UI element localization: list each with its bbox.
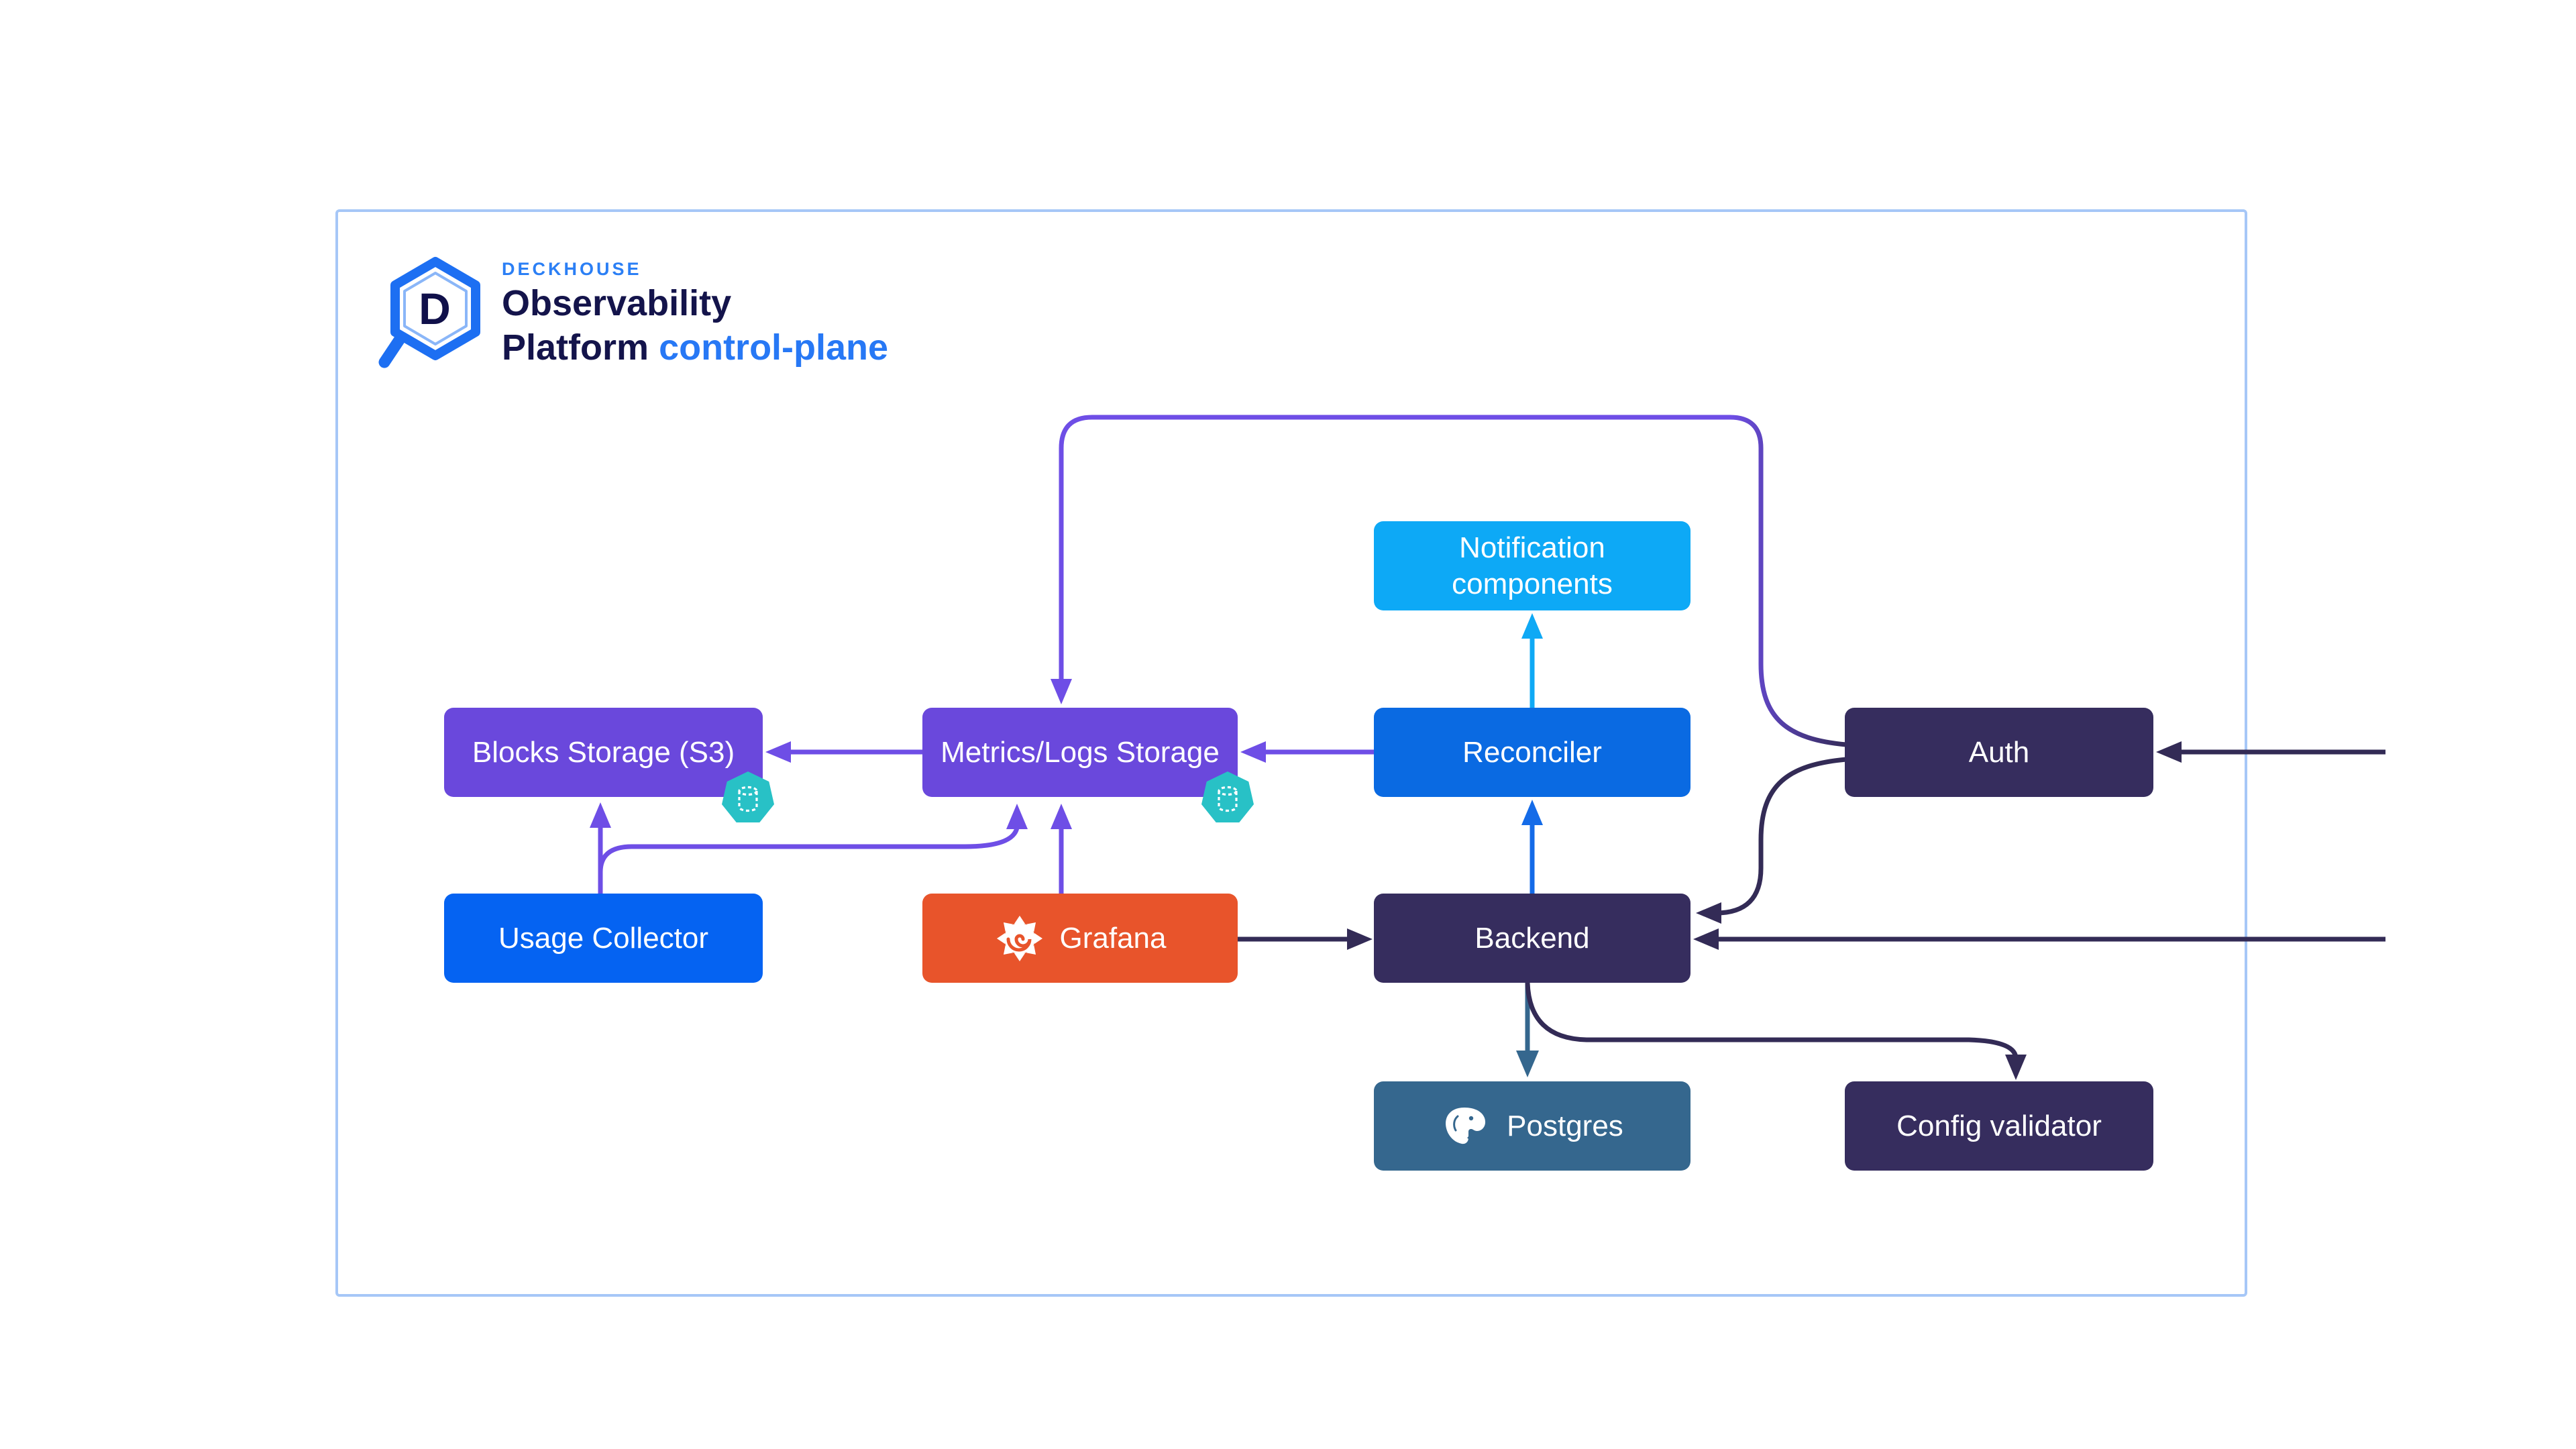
node-notification-components: Notification components: [1374, 521, 1690, 610]
logo-product-line2: Platform control-plane: [502, 327, 888, 368]
logo-product-line1: Observability: [502, 283, 732, 323]
node-reconciler: Reconciler: [1374, 708, 1690, 797]
database-icon: [1199, 770, 1256, 826]
postgres-logo-icon: [1446, 1107, 1486, 1144]
grafana-logo-icon: [996, 915, 1042, 961]
node-label: Postgres: [1507, 1109, 1623, 1142]
node-postgres: Postgres: [1374, 1081, 1690, 1171]
node-label: Metrics/Logs Storage: [941, 735, 1220, 769]
deckhouse-hexagon-icon: D: [378, 257, 480, 368]
node-metrics-logs-storage: Metrics/Logs Storage: [922, 708, 1238, 797]
node-backend: Backend: [1374, 894, 1690, 983]
logo-brand: DECKHOUSE: [502, 259, 642, 279]
node-label: Blocks Storage (S3): [472, 735, 735, 769]
node-label: Usage Collector: [498, 921, 709, 955]
node-label: Config validator: [1896, 1109, 2102, 1142]
logo-platform: Platform: [502, 327, 649, 368]
node-blocks-storage: Blocks Storage (S3): [444, 708, 763, 797]
node-label: Grafana: [1059, 921, 1167, 955]
node-grafana: Grafana: [922, 894, 1238, 983]
node-label: Backend: [1474, 921, 1590, 955]
node-label: Auth: [1968, 735, 2030, 769]
node-label: Notification components: [1452, 531, 1613, 600]
node-usage-collector: Usage Collector: [444, 894, 763, 983]
node-auth: Auth: [1845, 708, 2153, 797]
logo-control-plane: control-plane: [659, 327, 889, 368]
node-label: Reconciler: [1462, 735, 1602, 769]
svg-text:D: D: [419, 284, 451, 333]
database-icon: [720, 770, 776, 826]
node-config-validator: Config validator: [1845, 1081, 2153, 1171]
